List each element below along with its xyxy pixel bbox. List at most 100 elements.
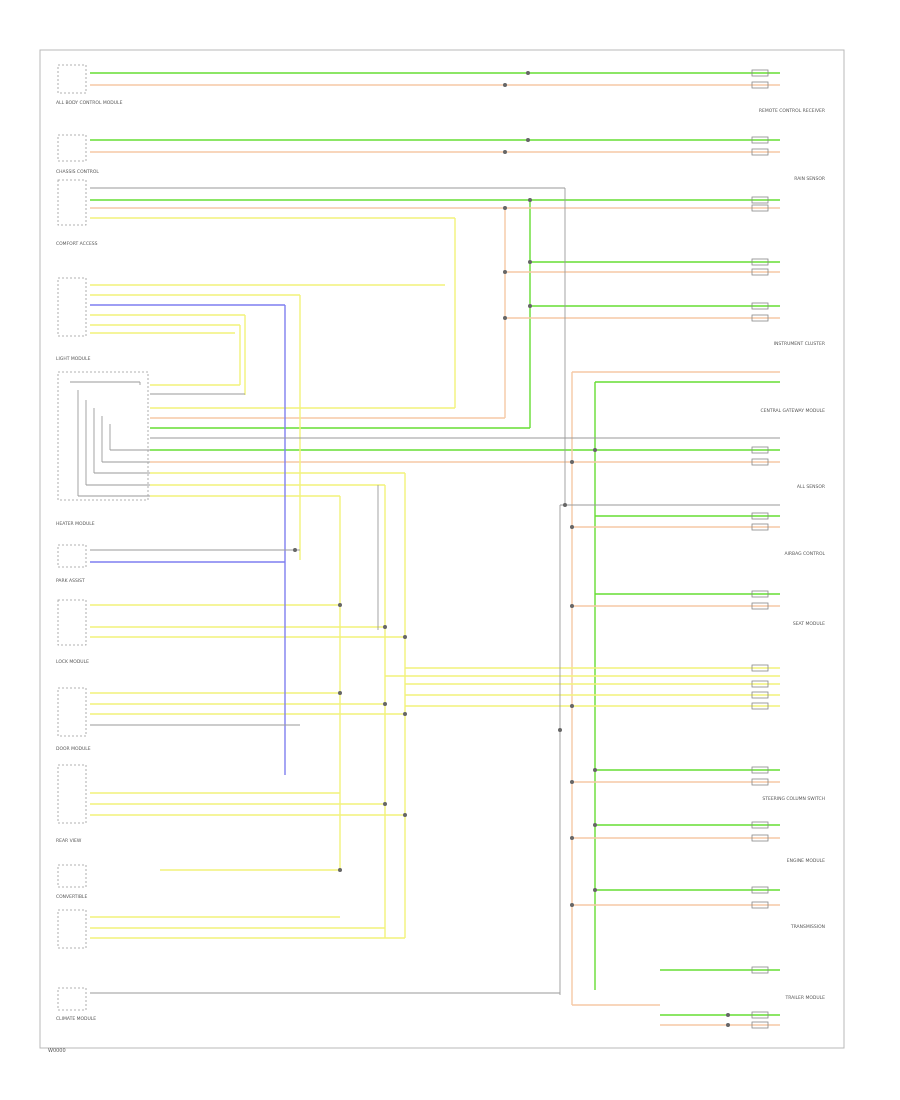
component-label: REAR VIEW xyxy=(56,838,82,844)
component-label: HEATER MODULE xyxy=(56,521,95,527)
component-label: DOOR MODULE xyxy=(56,746,91,752)
splice-dot xyxy=(593,888,597,892)
pin-tag xyxy=(751,81,769,89)
splice-dot xyxy=(383,802,387,806)
component-label: REMOTE CONTROL RECEIVER xyxy=(759,108,825,114)
component-box xyxy=(57,134,87,162)
splice-dot xyxy=(403,635,407,639)
splice-dot xyxy=(338,691,342,695)
component-label: STEERING COLUMN SWITCH xyxy=(762,796,825,802)
component-label: LIGHT MODULE xyxy=(56,356,91,362)
pin-tag xyxy=(751,512,769,520)
component-box xyxy=(57,864,87,888)
pin-tag xyxy=(751,136,769,144)
pin-tag xyxy=(751,691,769,699)
pin-tag xyxy=(751,446,769,454)
splice-dot xyxy=(503,150,507,154)
left-labels: ALL BODY CONTROL MODULE CHASSIS CONTROL … xyxy=(56,100,123,1022)
component-label: CENTRAL GATEWAY MODULE xyxy=(760,408,825,414)
splice-dot xyxy=(726,1013,730,1017)
frame-tag: W0000 xyxy=(48,1048,66,1054)
splice-dot xyxy=(403,712,407,716)
splice-dot xyxy=(570,460,574,464)
pin-tag xyxy=(751,821,769,829)
component-box xyxy=(57,179,87,226)
component-box xyxy=(57,64,87,94)
pin-tag xyxy=(751,778,769,786)
component-label: ENGINE MODULE xyxy=(787,858,825,864)
component-label: TRANSMISSION xyxy=(790,924,825,930)
splice-dot xyxy=(528,260,532,264)
pin-tag xyxy=(751,1021,769,1029)
pin-tag xyxy=(751,886,769,894)
orange-wires xyxy=(90,84,780,1026)
splice-dot xyxy=(528,198,532,202)
pin-tag xyxy=(751,590,769,598)
splice-dot xyxy=(383,625,387,629)
component-box xyxy=(57,599,87,646)
component-label: ALL BODY CONTROL MODULE xyxy=(56,100,123,106)
right-labels: REMOTE CONTROL RECEIVER RAIN SENSOR INST… xyxy=(759,108,826,1001)
splice-dot xyxy=(503,83,507,87)
component-label: INSTRUMENT CLUSTER xyxy=(774,341,825,347)
component-label: CONVERTIBLE xyxy=(56,894,87,900)
yellow-wires xyxy=(90,217,780,939)
component-label: AIRBAG CONTROL xyxy=(784,551,825,557)
splice-dot xyxy=(383,702,387,706)
pin-tag xyxy=(751,458,769,466)
pin-tag xyxy=(751,523,769,531)
pin-tag xyxy=(751,258,769,266)
splice-dot xyxy=(526,138,530,142)
left-components xyxy=(57,64,149,1011)
pin-tag xyxy=(751,966,769,974)
splice-dot xyxy=(503,206,507,210)
pin-tag xyxy=(751,1011,769,1019)
right-pins xyxy=(751,69,769,1029)
component-box xyxy=(57,371,149,501)
pin-tag xyxy=(751,196,769,204)
splice-dot xyxy=(570,604,574,608)
splice-dot xyxy=(726,1023,730,1027)
splice-dot xyxy=(593,448,597,452)
splice-dot xyxy=(503,270,507,274)
component-label: COMFORT ACCESS xyxy=(56,241,98,247)
pin-tag xyxy=(751,901,769,909)
pin-tag xyxy=(751,204,769,212)
pin-tag xyxy=(751,702,769,710)
splice-dot xyxy=(570,525,574,529)
splice-dot xyxy=(593,823,597,827)
pin-tag xyxy=(751,664,769,672)
splice-dot xyxy=(403,813,407,817)
splice-dot xyxy=(338,603,342,607)
splice-dot xyxy=(570,780,574,784)
pin-tag xyxy=(751,302,769,310)
pin-tag xyxy=(751,314,769,322)
splice-dot xyxy=(528,304,532,308)
blue-wires xyxy=(90,304,286,775)
component-label: LOCK MODULE xyxy=(56,659,89,665)
component-label: ALL SENSOR xyxy=(797,484,825,490)
pin-tag xyxy=(751,602,769,610)
component-box xyxy=(57,544,87,568)
component-label: CLIMATE MODULE xyxy=(56,1016,96,1022)
splice-dot xyxy=(570,836,574,840)
component-box xyxy=(57,909,87,949)
component-label: RAIN SENSOR xyxy=(794,176,825,182)
splice-dot xyxy=(570,704,574,708)
component-box xyxy=(57,687,87,737)
pin-tag xyxy=(751,680,769,688)
splice-dot xyxy=(293,548,297,552)
component-box xyxy=(57,987,87,1011)
component-label: PARK ASSIST xyxy=(56,578,85,584)
splice-dot xyxy=(503,316,507,320)
splice-dot xyxy=(526,71,530,75)
pin-tag xyxy=(751,268,769,276)
pin-tag xyxy=(751,148,769,156)
gray-wires xyxy=(70,187,780,995)
splice-points xyxy=(293,71,730,1027)
diagram-frame xyxy=(39,49,845,1049)
component-label: TRAILER MODULE xyxy=(784,995,825,1001)
splice-dot xyxy=(338,868,342,872)
component-box xyxy=(57,277,87,337)
